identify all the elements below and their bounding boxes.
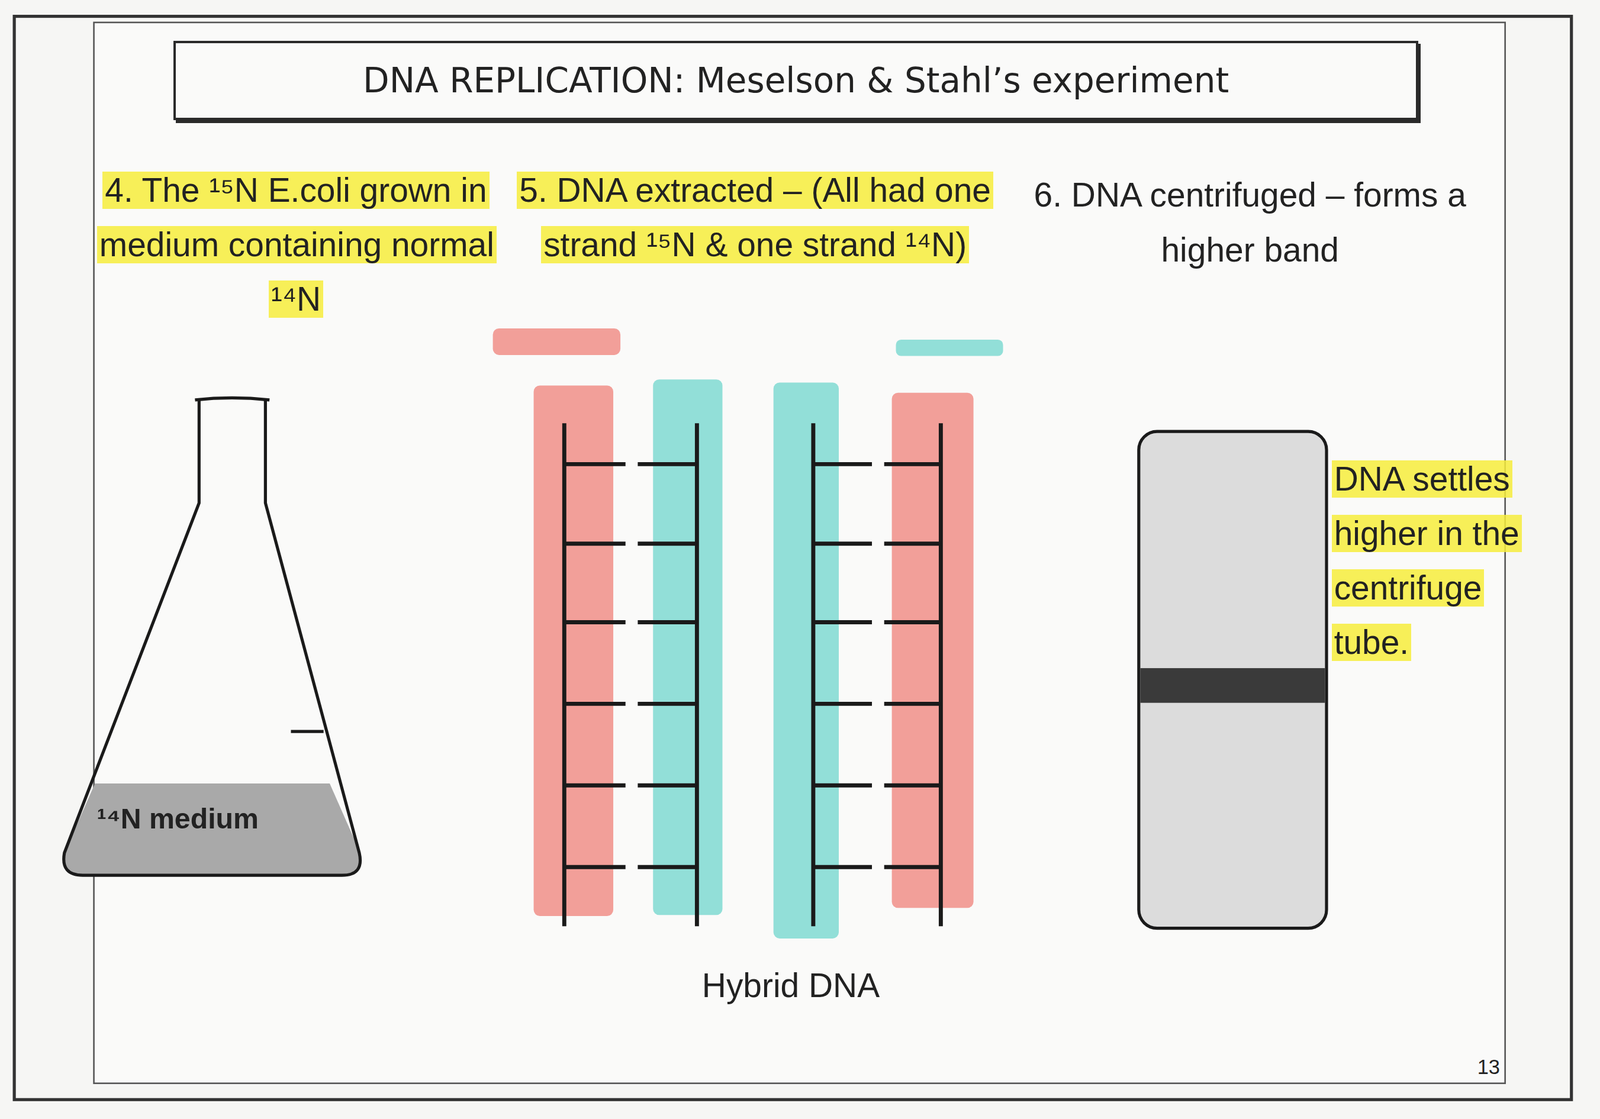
centrifuge-tube xyxy=(1138,431,1327,929)
caption-label: DNA settles higher in the centrifuge tub… xyxy=(1331,452,1537,671)
dna-band xyxy=(1140,668,1325,704)
flask-label: ¹⁴N medium xyxy=(97,802,259,836)
title-box: DNA REPLICATION: Meselson & Stahl’s expe… xyxy=(173,40,1419,121)
flask-glass xyxy=(63,400,361,876)
label-text: 5. DNA extracted – (All had one strand ¹… xyxy=(516,171,994,264)
step-text: 5. DNA extracted – (All had one strand ¹… xyxy=(515,163,996,273)
label-text: 13 xyxy=(1477,1056,1500,1079)
strand-color-mark xyxy=(896,339,1004,357)
label-text: 4. The ¹⁵N E.coli grown in medium contai… xyxy=(97,171,497,318)
flask: ¹⁴N medium xyxy=(56,396,368,881)
label-text: Hybrid DNA xyxy=(702,967,880,1005)
volume-mark xyxy=(290,729,324,733)
caption-label: Hybrid DNA xyxy=(571,958,1010,1014)
medium-liquid xyxy=(63,783,361,876)
slide-frame xyxy=(94,22,1506,1084)
label-text: 6. DNA centrifuged – forms a higher band xyxy=(1034,176,1467,269)
label-text: DNA settles higher in the centrifuge tub… xyxy=(1331,460,1522,662)
outer-frame xyxy=(14,16,1572,1101)
step-text: 6. DNA centrifuged – forms a higher band xyxy=(1025,168,1474,278)
page-number: 13 xyxy=(1449,1051,1500,1085)
hybrid-dna xyxy=(533,379,974,939)
step-text: 4. The ¹⁵N E.coli grown in medium contai… xyxy=(97,163,495,327)
strand-color-mark xyxy=(493,328,621,356)
title: DNA REPLICATION: Meselson & Stahl’s expe… xyxy=(362,60,1229,101)
